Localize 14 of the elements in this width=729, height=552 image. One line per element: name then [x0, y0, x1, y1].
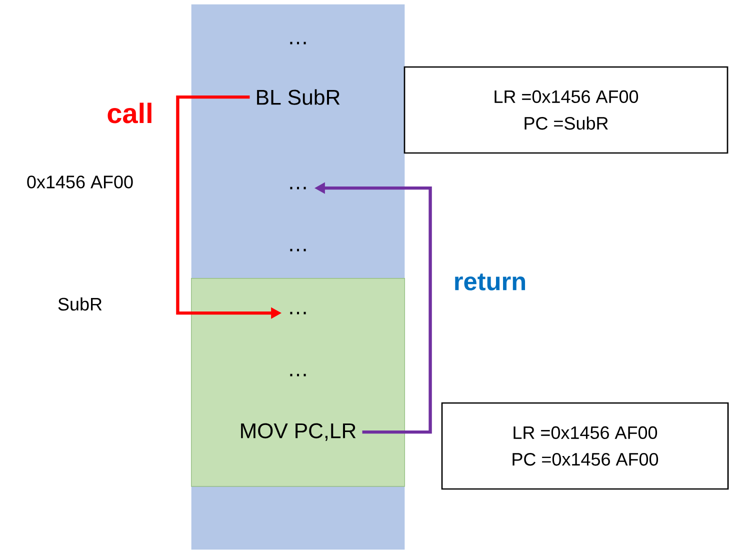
memory-entry: …: [290, 374, 306, 376]
memory-entry: …: [290, 312, 306, 314]
address-label: 0x1456 AF00: [27, 176, 133, 188]
memory-entry: …: [290, 42, 306, 44]
edge-label: call: [108, 102, 152, 124]
memory-entry: MOV PC,LR: [241, 423, 356, 441]
memory-entry: …: [290, 248, 306, 252]
address-label: SubR: [58, 297, 102, 311]
memory-entry: …: [290, 186, 306, 190]
edge-label: return: [455, 274, 526, 290]
subroutine-band: [191, 278, 405, 487]
register-box: LR =0x1456 AF00 PC =0x1456 AF00: [441, 402, 729, 490]
register-box: LR =0x1456 AF00 PC =SubR: [404, 66, 728, 154]
memory-entry: BL SubR: [257, 89, 340, 105]
